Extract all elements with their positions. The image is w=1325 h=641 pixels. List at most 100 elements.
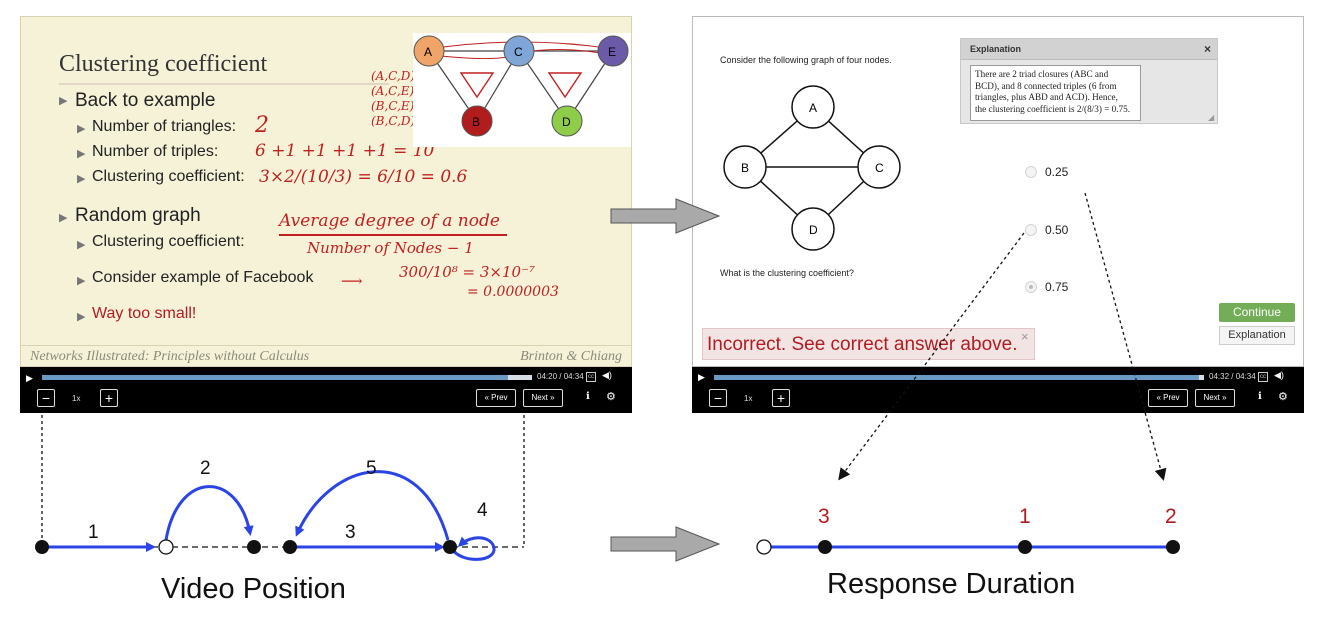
graph-node-a xyxy=(413,35,445,67)
radio-button[interactable] xyxy=(1025,166,1037,178)
continue-button[interactable]: Continue xyxy=(1219,303,1295,322)
timeline-node xyxy=(283,540,297,554)
volume-icon[interactable]: ◀) xyxy=(602,370,612,380)
footer-divider xyxy=(21,345,631,346)
bullet-arrow-icon: ▶ xyxy=(59,95,68,107)
speed-increase-button[interactable]: + xyxy=(100,389,118,407)
title-underline xyxy=(59,83,389,85)
handwriting: 2 xyxy=(255,113,269,138)
timeline-node xyxy=(818,540,832,554)
response-number: 3 xyxy=(818,505,830,528)
graph-node-d xyxy=(551,105,583,137)
fraction-bar xyxy=(279,234,507,236)
info-icon[interactable]: ℹ xyxy=(1258,391,1262,402)
play-icon[interactable]: ▶ xyxy=(698,372,705,382)
progress-bar[interactable] xyxy=(42,375,532,380)
question-node-label: D xyxy=(809,223,818,237)
video-position-label: Video Position xyxy=(161,573,346,605)
lecture-video-player[interactable]: Clustering coefficient ▶ Back to example… xyxy=(20,16,632,413)
captions-icon[interactable]: cc xyxy=(586,372,596,382)
explanation-text: There are 2 triad closures (ABC and BCD)… xyxy=(970,65,1141,121)
option-label: 0.50 xyxy=(1045,223,1069,237)
transition-arrow-icon xyxy=(610,526,721,562)
slide-sub-bullet: Clustering coefficient: xyxy=(92,233,245,250)
question-node-a xyxy=(791,85,835,129)
quiz-panel: Consider the following graph of four nod… xyxy=(692,16,1304,367)
prev-button[interactable]: « Prev xyxy=(476,389,516,407)
handwriting: 300/10⁸ = 3×10⁻⁷ xyxy=(399,263,536,281)
speed-decrease-button[interactable]: − xyxy=(37,389,55,407)
option-label: 0.25 xyxy=(1045,165,1069,179)
radio-button[interactable] xyxy=(1025,224,1037,236)
segment-number: 4 xyxy=(477,500,488,521)
settings-gear-icon[interactable]: ⚙ xyxy=(1278,391,1288,403)
progress-fill xyxy=(714,375,1200,380)
segment-number: 1 xyxy=(88,522,99,543)
speed-decrease-button[interactable]: − xyxy=(709,389,727,407)
video-controls: ▶ 04:20 / 04:34 cc ◀) − 1x + « Prev Next… xyxy=(20,367,632,413)
graph-node-label: C xyxy=(514,45,523,59)
captions-icon[interactable]: cc xyxy=(1258,372,1268,382)
speed-value: 1x xyxy=(72,394,81,403)
bullet-arrow-icon: ▶ xyxy=(77,239,86,251)
triples-note: (A,C,D) (A,C,E) (B,C,E) (B,C,D) xyxy=(371,69,416,128)
option-label: 0.75 xyxy=(1045,280,1069,294)
prev-button[interactable]: « Prev xyxy=(1148,389,1188,407)
play-icon[interactable]: ▶ xyxy=(26,373,33,383)
settings-gear-icon[interactable]: ⚙ xyxy=(606,391,616,403)
segment-number: 5 xyxy=(366,458,377,479)
slide-sub-bullet: Number of triples: xyxy=(92,143,219,160)
question-intro: Consider the following graph of four nod… xyxy=(720,55,892,65)
info-icon[interactable]: ℹ xyxy=(586,391,590,402)
timeline-node-open xyxy=(756,539,772,555)
handwriting: = 0.0000003 xyxy=(467,284,559,300)
timeline-node-open xyxy=(158,539,174,555)
feedback-close-icon[interactable]: × xyxy=(1021,329,1029,344)
close-icon[interactable]: × xyxy=(1204,42,1212,56)
progress-bar[interactable] xyxy=(714,375,1204,380)
question-node-label: C xyxy=(875,161,884,175)
bullet-arrow-icon: ▶ xyxy=(77,148,86,160)
resize-handle-icon[interactable]: ◢ xyxy=(1208,113,1215,122)
next-button[interactable]: Next » xyxy=(1195,389,1235,407)
bullet-arrow-icon: ▶ xyxy=(77,123,86,135)
graph-node-label: A xyxy=(424,45,432,59)
feedback-box: Incorrect. See correct answer above. × xyxy=(702,328,1035,360)
graph-node-b xyxy=(461,105,493,137)
slide-graph-panel: A C E B D xyxy=(413,33,631,147)
speed-value: 1x xyxy=(744,394,753,403)
quiz-player[interactable]: Consider the following graph of four nod… xyxy=(692,16,1304,413)
segment-number: 3 xyxy=(345,522,356,543)
slide-title: Clustering coefficient xyxy=(59,51,268,77)
feedback-text: Incorrect. See correct answer above. xyxy=(707,334,1018,355)
question-node-c xyxy=(857,145,901,189)
next-button[interactable]: Next » xyxy=(523,389,563,407)
slide-sub-bullet: Way too small! xyxy=(92,305,197,322)
slide-graph-svg: A C E B D xyxy=(413,35,629,137)
speed-increase-button[interactable]: + xyxy=(772,389,790,407)
timeline-node xyxy=(1018,540,1032,554)
explanation-button[interactable]: Explanation xyxy=(1219,326,1295,345)
bullet-arrow-icon: ▶ xyxy=(77,311,86,323)
timeline-node xyxy=(35,540,49,554)
radio-button-selected[interactable] xyxy=(1025,281,1037,293)
timeline-node xyxy=(1166,540,1180,554)
bullet-arrow-icon: ▶ xyxy=(59,212,68,224)
timeline-node xyxy=(443,540,457,554)
slide-bullet: Back to example xyxy=(75,90,216,111)
progress-fill xyxy=(42,375,508,380)
bullet-arrow-icon: ▶ xyxy=(77,275,86,287)
question-node-b xyxy=(723,145,767,189)
question-node-label: B xyxy=(741,161,749,175)
graph-node-e xyxy=(597,35,629,67)
explanation-title: Explanation xyxy=(970,44,1022,54)
handwriting-arrow: ⟶ xyxy=(341,272,363,290)
question-text: What is the clustering coefficient? xyxy=(720,268,854,278)
response-number: 1 xyxy=(1019,505,1031,528)
time-display: 04:20 / 04:34 xyxy=(537,372,584,381)
response-duration-label: Response Duration xyxy=(827,568,1076,600)
volume-icon[interactable]: ◀) xyxy=(1274,370,1284,380)
explanation-panel: Explanation × There are 2 triad closures… xyxy=(960,38,1218,124)
handwriting: 6 +1 +1 +1 +1 = 10 xyxy=(255,141,435,161)
